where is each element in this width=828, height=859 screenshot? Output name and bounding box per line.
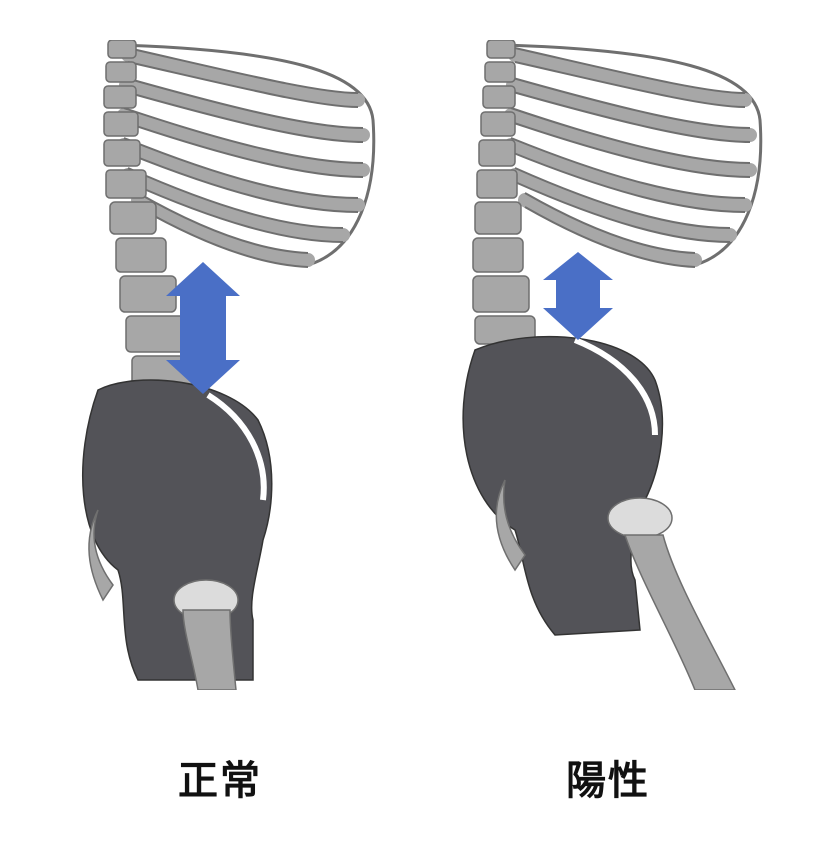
spine	[472, 40, 536, 345]
panel-positive	[445, 40, 775, 690]
ribcage	[117, 43, 376, 268]
label-positive: 陽性	[566, 758, 650, 804]
ribcage	[504, 43, 763, 268]
pelvis	[81, 379, 273, 681]
double-headed-vertical-arrow-icon	[543, 252, 613, 340]
panel-normal	[58, 40, 388, 690]
double-headed-vertical-arrow-icon	[166, 262, 240, 394]
skeleton-illustration-positive	[462, 40, 763, 690]
femur	[173, 579, 239, 690]
label-normal: 正常	[178, 758, 262, 804]
skeleton-illustration-normal	[81, 40, 376, 690]
femur	[607, 497, 736, 690]
pelvis	[462, 335, 664, 636]
